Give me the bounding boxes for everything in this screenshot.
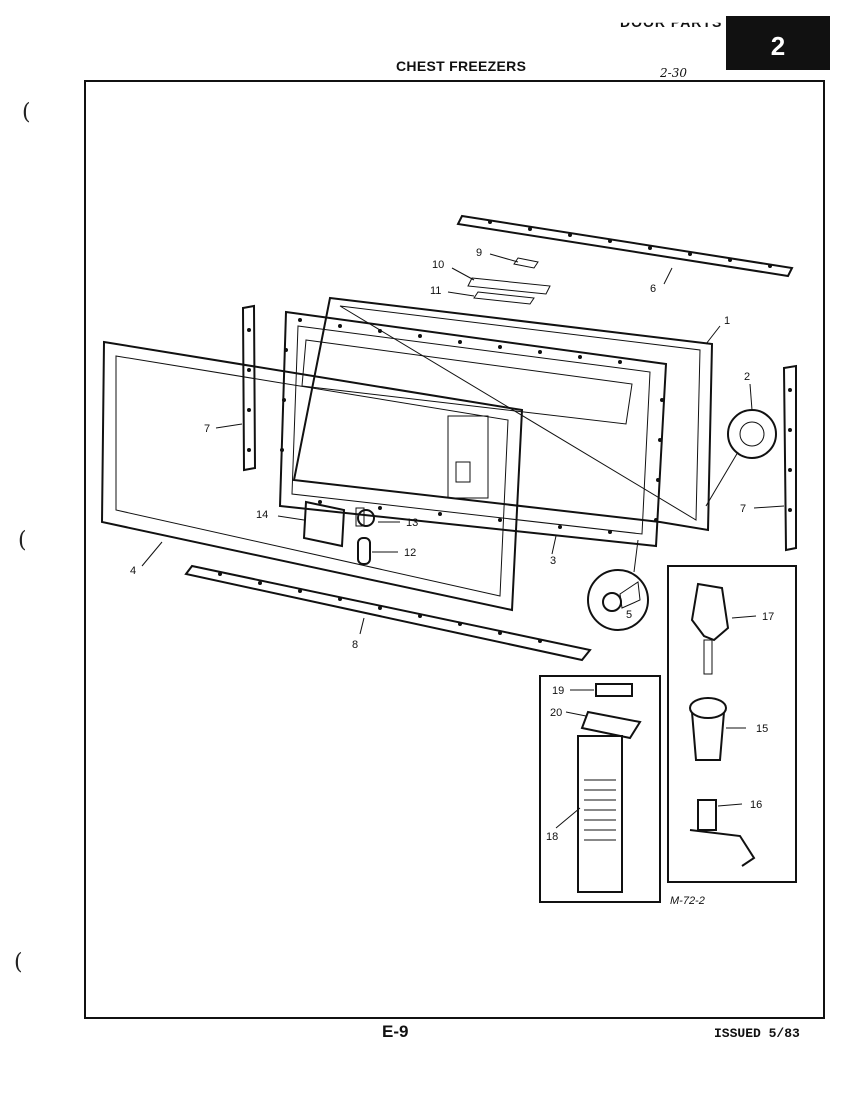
part-16-cam bbox=[689, 799, 756, 867]
binder-hole-mark: ( bbox=[22, 100, 31, 125]
callout-19: 19 bbox=[552, 685, 564, 697]
diagram-frame bbox=[84, 80, 825, 1019]
issued-date: ISSUED 5/83 bbox=[714, 1026, 800, 1041]
part-7-left-strip bbox=[241, 304, 257, 472]
handwritten-note: 2-30 bbox=[660, 66, 687, 80]
part-3-breaker-frame bbox=[278, 310, 668, 548]
part-15-lock-cylinder bbox=[689, 697, 727, 761]
page-title: CHEST FREEZERS bbox=[396, 58, 527, 74]
callout-1: 1 bbox=[724, 315, 730, 327]
callout-20: 20 bbox=[550, 707, 562, 719]
callout-4: 4 bbox=[130, 565, 136, 577]
part-12-pin bbox=[357, 537, 371, 565]
callout-leaders bbox=[141, 253, 785, 829]
callout-10: 10 bbox=[432, 259, 444, 271]
binder-hole-mark: ( bbox=[14, 950, 23, 975]
callout-12: 12 bbox=[404, 547, 416, 559]
part-1-door-liner bbox=[292, 296, 714, 532]
inset-lock-box bbox=[667, 565, 797, 883]
callout-7-left: 7 bbox=[204, 423, 210, 435]
callout-14: 14 bbox=[256, 509, 268, 521]
part-6-top-strip bbox=[456, 214, 794, 278]
page-id: E-9 bbox=[382, 1022, 409, 1041]
part-7-right-strip bbox=[782, 364, 797, 552]
callout-5: 5 bbox=[626, 609, 632, 621]
callout-3: 3 bbox=[550, 555, 556, 567]
part-13-knob bbox=[355, 507, 375, 527]
part-14-plate bbox=[302, 500, 346, 548]
inset-hinge-box bbox=[539, 675, 661, 903]
part-2-detail bbox=[705, 409, 777, 507]
callout-6: 6 bbox=[650, 283, 656, 295]
callout-15: 15 bbox=[756, 723, 768, 735]
part-4-outer-door-frame bbox=[100, 340, 524, 612]
part-20-bracket bbox=[580, 710, 642, 740]
callout-11: 11 bbox=[430, 285, 441, 297]
section-number-badge: 2 bbox=[726, 16, 830, 70]
callout-7-right: 7 bbox=[740, 503, 746, 515]
part-5-detail bbox=[587, 539, 649, 631]
callout-16: 16 bbox=[750, 799, 762, 811]
drawing-code: M-72-2 bbox=[670, 895, 705, 907]
callout-13: 13 bbox=[406, 517, 418, 529]
callout-9: 9 bbox=[476, 247, 482, 259]
part-9 bbox=[513, 257, 539, 269]
callout-17: 17 bbox=[762, 611, 774, 623]
part-8-bottom-strip bbox=[184, 564, 592, 662]
part-18-hinge bbox=[577, 735, 623, 893]
callout-2: 2 bbox=[744, 371, 750, 383]
binder-hole-mark: ( bbox=[18, 528, 27, 553]
part-17-key bbox=[690, 582, 730, 675]
part-19-plate bbox=[595, 683, 633, 697]
part-10 bbox=[467, 277, 551, 295]
callout-18: 18 bbox=[546, 831, 558, 843]
part-11 bbox=[473, 291, 535, 305]
callout-8: 8 bbox=[352, 639, 358, 651]
header-section-label: DOOR PARTS SECTION bbox=[620, 14, 797, 30]
